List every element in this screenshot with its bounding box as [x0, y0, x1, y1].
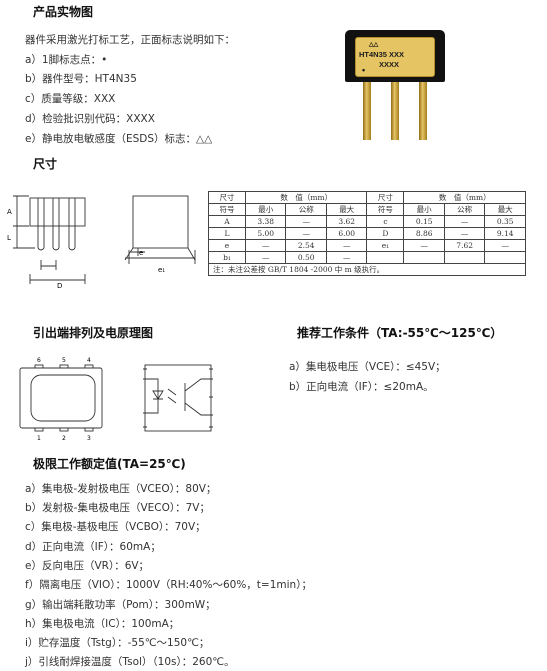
section-title-recommended: 推荐工作条件（TA:-55℃～125℃） [297, 326, 503, 340]
marking-item: b）器件型号：HT4N35 [25, 73, 137, 85]
marking-item: a）1脚标志点：• [25, 54, 108, 66]
pin1-dot: • [362, 65, 366, 75]
table-cell: 0.50 [285, 251, 327, 264]
pin-number: 4 [87, 357, 91, 364]
table-cell: e₁ [366, 239, 405, 252]
table-cell: 3.38 [244, 215, 287, 228]
table-cell: 9.14 [484, 227, 526, 240]
table-header: 尺寸 [208, 191, 246, 204]
dim-label-d: D [57, 282, 62, 290]
table-header: 数 值（mm） [244, 191, 368, 204]
table-cell: 6.00 [325, 227, 368, 240]
table-cell: 0.15 [403, 215, 445, 228]
table-cell: D [366, 227, 405, 240]
chip-pin [363, 82, 371, 140]
pinout-drawing: 6 5 4 1 2 3 [19, 357, 213, 442]
table-cell: b₁ [208, 251, 246, 264]
chip-esd-mark: △△ [369, 42, 379, 48]
table-row: A 3.38 — 3.62 c 0.15 — 0.35 [208, 215, 526, 228]
marking-item: e）静电放电敏感度（ESDS）标志：△△ [25, 133, 213, 145]
table-cell [443, 251, 486, 264]
section-title-limits: 极限工作额定值(TA=25℃) [33, 457, 186, 471]
table-cell: — [244, 251, 287, 264]
limit-item: c）集电极-基极电压（VCBO）：70V； [25, 521, 206, 533]
table-cell: — [285, 227, 327, 240]
chip-model-mark: HT4N35 XXX [359, 50, 405, 59]
chip-package: △△ HT4N35 XXX XXXX • [345, 30, 445, 82]
pin-number: 6 [37, 357, 41, 364]
table-cell: 5.00 [244, 227, 287, 240]
pin-number: 1 [37, 435, 41, 442]
table-cell: e [208, 239, 246, 252]
dimension-table: 尺寸 数 值（mm） 尺寸 数 值（mm） 符号 最小 公称 最大 符号 最小 … [208, 191, 526, 276]
limit-item: e）反向电压（VR）：6V； [25, 560, 150, 572]
table-cell: — [285, 215, 327, 228]
limit-item: j）引线耐焊接温度（Tsol）（10s）：260℃。 [25, 656, 235, 668]
pin-number: 3 [87, 435, 91, 442]
product-photo: △△ HT4N35 XXX XXXX • [345, 30, 445, 142]
recommended-item: a）集电极电压（VCE）：≤45V； [289, 361, 446, 373]
table-cell [484, 251, 526, 264]
table-header: 公称 [443, 203, 486, 216]
pin-number: 2 [62, 435, 66, 442]
table-header: 最小 [403, 203, 445, 216]
chip-pin [391, 82, 399, 140]
section-title-dimensions: 尺寸 [33, 157, 58, 171]
table-cell [366, 251, 405, 264]
table-cell: 8.86 [403, 227, 445, 240]
recommended-item: b）正向电流（IF）：≤20mA。 [289, 381, 434, 393]
table-row: e — 2.54 — e₁ — 7.62 — [208, 239, 526, 252]
limit-item: b）发射极-集电极电压（VECO）：7V； [25, 502, 210, 514]
table-cell: — [244, 239, 287, 252]
chip-batch-mark: XXXX [379, 60, 400, 69]
table-note: 注：未注公差按 GB/T 1804 -2000 中 m 级执行。 [208, 263, 526, 276]
table-row: L 5.00 — 6.00 D 8.86 — 9.14 [208, 227, 526, 240]
section-title-pinout: 引出端排列及电原理图 [33, 326, 154, 340]
limit-item: d）正向电流（IF）：60mA； [25, 541, 161, 553]
limit-item: a）集电极-发射极电压（VCEO）：80V； [25, 483, 217, 495]
dim-label-e: e [139, 249, 143, 257]
marking-item: d）检验批识别代码：XXXX [25, 113, 155, 125]
limit-item: i）贮存温度（Tstg）：-55℃～150℃； [25, 637, 210, 649]
pin-number: 5 [62, 357, 66, 364]
marking-intro: 器件采用激光打标工艺，正面标志说明如下： [25, 34, 235, 46]
table-cell: — [484, 239, 526, 252]
table-header: 符号 [366, 203, 405, 216]
table-cell: 7.62 [443, 239, 486, 252]
table-header: 公称 [285, 203, 327, 216]
table-cell: c [366, 215, 405, 228]
table-row: b₁ — 0.50 — [208, 251, 526, 264]
table-cell [403, 251, 445, 264]
outline-drawing: A L D e e₁ [7, 195, 196, 290]
marking-item: c）质量等级：XXX [25, 93, 116, 105]
table-cell: — [325, 251, 368, 264]
table-cell: 3.62 [325, 215, 368, 228]
table-cell: 0.35 [484, 215, 526, 228]
section-title-photo: 产品实物图 [33, 5, 94, 19]
table-header: 最大 [484, 203, 526, 216]
dim-label-a: A [7, 208, 12, 216]
dim-label-e1: e₁ [158, 266, 165, 274]
table-header: 尺寸 [366, 191, 405, 204]
limit-item: g）输出端耗散功率（Pom）：300mW； [25, 599, 216, 611]
table-cell: — [443, 215, 486, 228]
table-cell: 2.54 [285, 239, 327, 252]
table-cell: A [208, 215, 246, 228]
limit-item: f）隔离电压（VIO）：1000V（RH:40%～60%，t=1min）； [25, 579, 312, 591]
chip-lid: △△ HT4N35 XXX XXXX • [355, 37, 435, 77]
chip-pin [419, 82, 427, 140]
table-header: 最小 [244, 203, 287, 216]
table-header: 数 值（mm） [403, 191, 526, 204]
table-header: 最大 [325, 203, 368, 216]
dim-label-l: L [7, 234, 11, 242]
table-header: 符号 [208, 203, 246, 216]
table-cell: — [325, 239, 368, 252]
limit-item: h）集电极电流（IC）：100mA； [25, 618, 180, 630]
table-cell: — [443, 227, 486, 240]
table-cell: — [403, 239, 445, 252]
table-cell: L [208, 227, 246, 240]
